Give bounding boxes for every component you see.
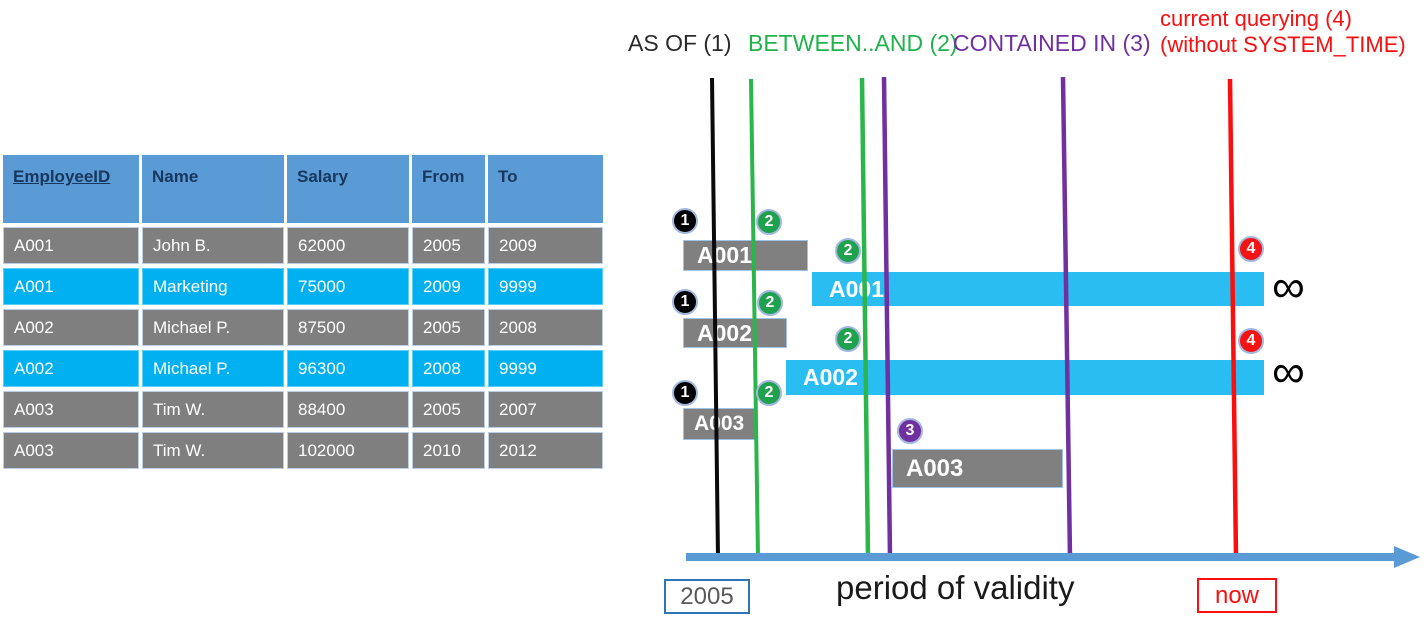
between-end-line <box>859 77 871 559</box>
legend-contained-in: CONTAINED IN (3) <box>953 30 1151 56</box>
bar-a002-current: A002 <box>786 360 1264 395</box>
cell-from: 2009 <box>412 268 485 305</box>
cell-salary: 102000 <box>287 432 409 469</box>
cell-from: 2008 <box>412 350 485 387</box>
bar-a001-history: A001 <box>683 240 808 271</box>
cell-salary: 75000 <box>287 268 409 305</box>
bar-a001-current: A001 <box>812 272 1264 306</box>
legend-as-of: AS OF (1) <box>628 30 732 56</box>
cell-employeeid: A002 <box>3 350 139 387</box>
badge-between-2: 2 <box>835 238 861 264</box>
bar-a003-history1: A003 <box>683 408 757 440</box>
cell-employeeid: A003 <box>3 432 139 469</box>
time-axis-arrowhead <box>1394 546 1420 568</box>
cell-to: 9999 <box>488 268 603 305</box>
badge-between-2: 2 <box>835 326 861 352</box>
bar-a003-history2: A003 <box>892 449 1063 488</box>
legend-current-line1: current querying (4) <box>1160 6 1352 31</box>
infinity-icon: ∞ <box>1272 260 1305 312</box>
cell-to: 2008 <box>488 309 603 346</box>
cell-from: 2005 <box>412 227 485 264</box>
column-header-salary: Salary <box>287 155 409 223</box>
contained-end-line <box>1060 76 1073 559</box>
column-header-name: Name <box>142 155 284 223</box>
column-header-to: To <box>488 155 603 223</box>
cell-to: 9999 <box>488 350 603 387</box>
axis-title: period of validity <box>836 569 1075 606</box>
cell-employeeid: A001 <box>3 268 139 305</box>
table-row-current: A001 Marketing 75000 2009 9999 <box>3 268 603 305</box>
cell-from: 2005 <box>412 391 485 428</box>
badge-between-2: 2 <box>756 209 782 235</box>
column-header-employeeid: EmployeeID <box>3 155 139 223</box>
cell-to: 2012 <box>488 432 603 469</box>
table-row: A003 Tim W. 102000 2010 2012 <box>3 432 603 469</box>
cell-name: Tim W. <box>142 391 284 428</box>
axis-start-year-box: 2005 <box>664 579 750 614</box>
legend-current-line2: (without SYSTEM_TIME) <box>1160 32 1406 58</box>
table-header-row: EmployeeID Name Salary From To <box>3 155 603 223</box>
badge-current-4: 4 <box>1238 328 1264 354</box>
cell-name: John B. <box>142 227 284 264</box>
cell-from: 2005 <box>412 309 485 346</box>
bar-a002-history: A002 <box>683 318 787 348</box>
axis-now-box: now <box>1197 578 1277 613</box>
cell-from: 2010 <box>412 432 485 469</box>
legend-current-querying: current querying (4) (without SYSTEM_TIM… <box>1160 6 1406 59</box>
cell-salary: 62000 <box>287 227 409 264</box>
cell-employeeid: A001 <box>3 227 139 264</box>
contained-start-line <box>881 76 893 559</box>
table-row-current: A002 Michael P. 96300 2008 9999 <box>3 350 603 387</box>
cell-salary: 88400 <box>287 391 409 428</box>
cell-to: 2007 <box>488 391 603 428</box>
now-line <box>1227 78 1239 559</box>
badge-current-4: 4 <box>1238 236 1264 262</box>
badge-contained-3: 3 <box>897 418 923 444</box>
badge-between-2: 2 <box>757 290 783 316</box>
cell-salary: 96300 <box>287 350 409 387</box>
table-row: A002 Michael P. 87500 2005 2008 <box>3 309 603 346</box>
cell-name: Michael P. <box>142 350 284 387</box>
cell-to: 2009 <box>488 227 603 264</box>
badge-as-of-1: 1 <box>672 289 698 315</box>
cell-employeeid: A002 <box>3 309 139 346</box>
badge-between-2: 2 <box>756 380 782 406</box>
table-row: A001 John B. 62000 2005 2009 <box>3 227 603 264</box>
badge-as-of-1: 1 <box>672 380 698 406</box>
cell-name: Michael P. <box>142 309 284 346</box>
cell-name: Marketing <box>142 268 284 305</box>
cell-salary: 87500 <box>287 309 409 346</box>
cell-name: Tim W. <box>142 432 284 469</box>
legend-between-and: BETWEEN..AND (2) <box>748 30 958 56</box>
column-header-from: From <box>412 155 485 223</box>
badge-as-of-1: 1 <box>672 208 698 234</box>
cell-employeeid: A003 <box>3 391 139 428</box>
employee-table: EmployeeID Name Salary From To A001 John… <box>0 151 606 473</box>
infinity-icon: ∞ <box>1272 345 1305 397</box>
table-row: A003 Tim W. 88400 2005 2007 <box>3 391 603 428</box>
